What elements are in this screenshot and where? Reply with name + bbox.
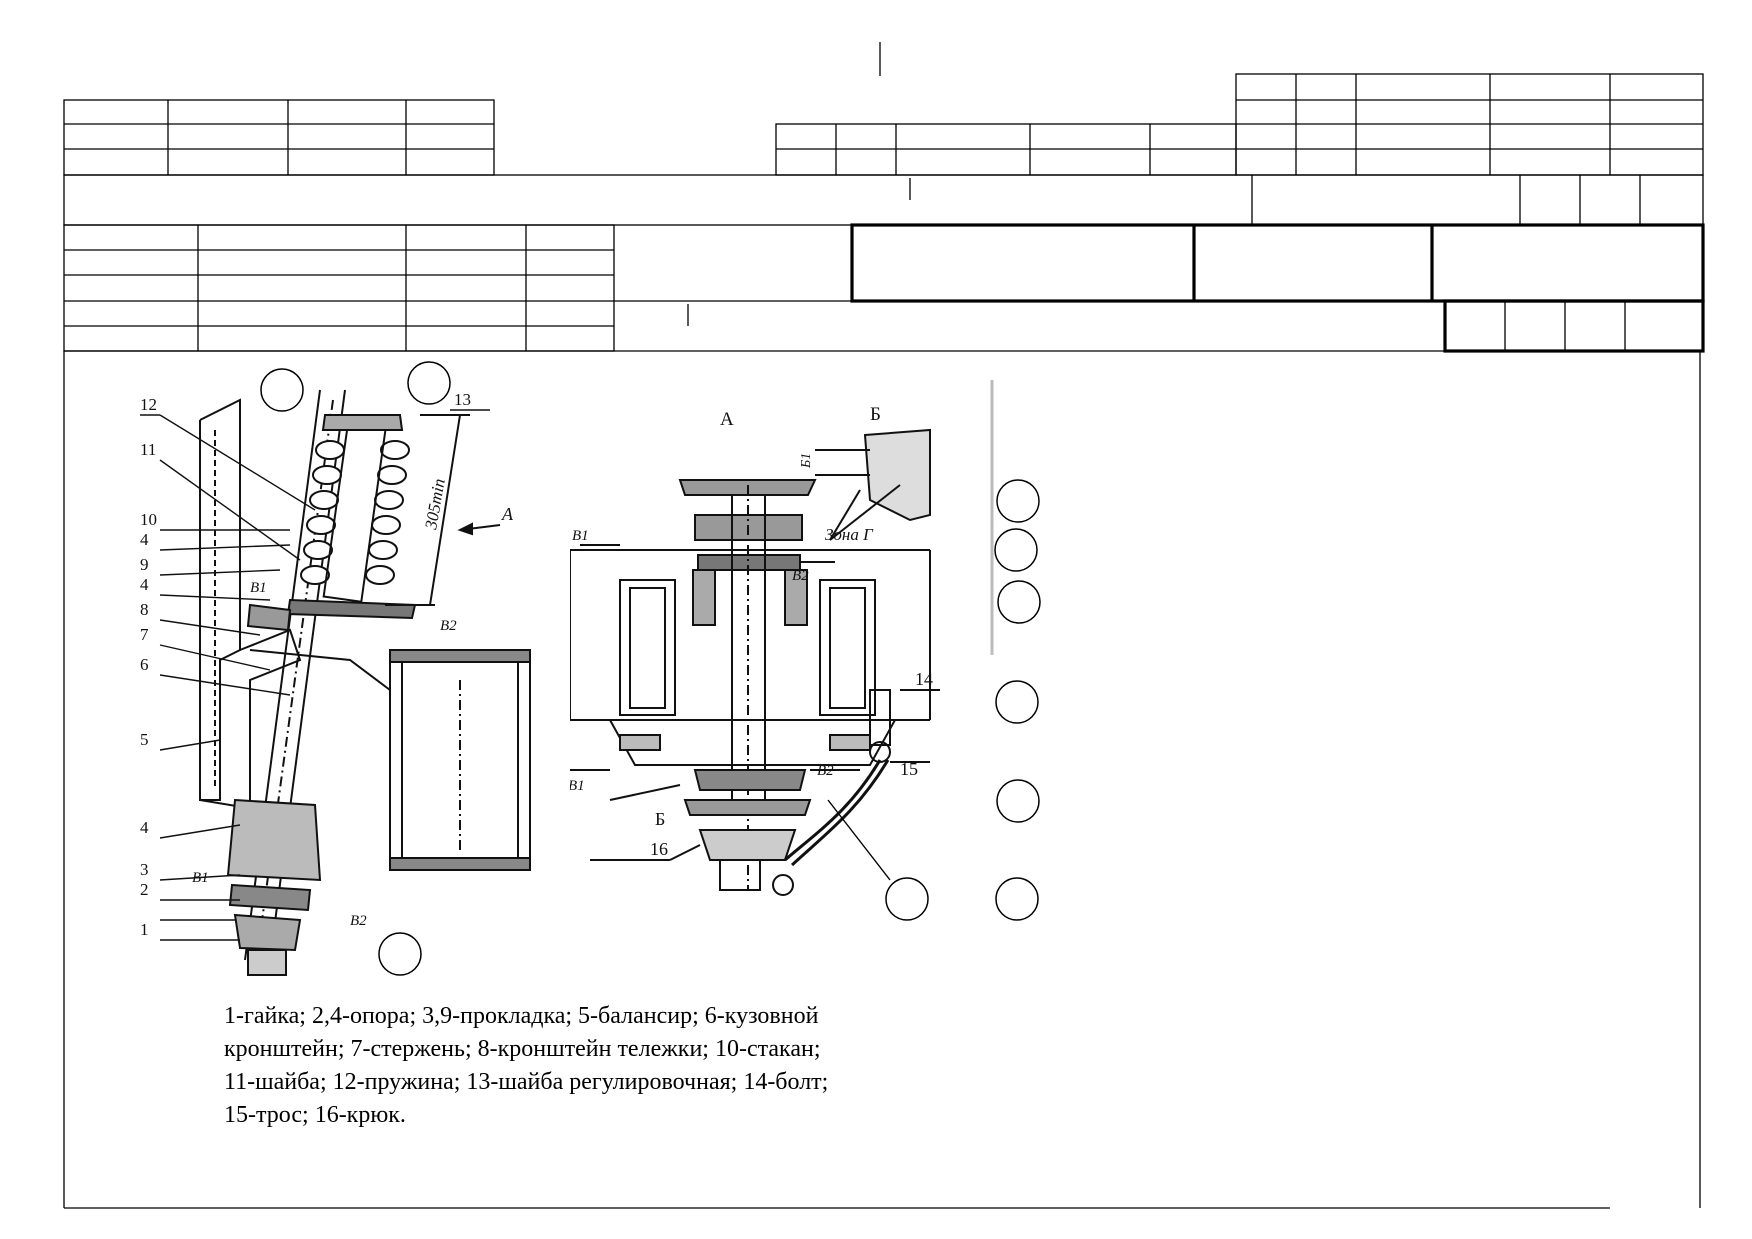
part-label-6: 6: [140, 655, 149, 674]
b1-top-label: Б1: [799, 453, 814, 469]
part-label-4: 4: [140, 530, 149, 549]
gap-b2-lower: B2: [350, 913, 367, 929]
legend-line-2: кронштейн; 7-стержень; 8-кронштейн тележ…: [224, 1036, 821, 1062]
gap-b1-view-top: B1: [572, 528, 589, 544]
zone-g-label: Зона Г: [825, 525, 874, 544]
gap-b1-view-bottom: B1: [570, 778, 585, 794]
gap-b1-upper: B1: [250, 580, 267, 596]
view-a-label: А: [720, 409, 734, 430]
legend-line-4: 15-трос; 16-крюк.: [224, 1102, 406, 1128]
part-label-12: 12: [140, 395, 157, 414]
label-14: 14: [915, 669, 933, 689]
part-label-7: 7: [140, 625, 149, 644]
gap-b2-view-top: B2: [792, 568, 809, 584]
detail-b-label: Б: [655, 809, 665, 829]
gap-b2-upper: B2: [440, 618, 457, 634]
part-label-10: 10: [140, 510, 157, 529]
part-label-2: 2: [140, 880, 149, 899]
part-label-1: 1: [140, 920, 149, 939]
arrow-a-label: A: [501, 504, 514, 524]
gap-b1-lower: B1: [192, 870, 209, 886]
part-label-4: 4: [140, 818, 149, 837]
part-label-5: 5: [140, 730, 149, 749]
label-16: 16: [650, 839, 668, 859]
legend-line-1: 1-гайка; 2,4-опора; 3,9-прокладка; 5-бал…: [224, 1003, 819, 1029]
part-label-3: 3: [140, 860, 149, 879]
dimension-305min: 305min: [421, 477, 449, 532]
right-view-drawing: А Б Б1 Зона Г B1 B2 B1 B2 Б 14 15 16: [570, 404, 940, 896]
legend-line-3: 11-шайба; 12-пружина; 13-шайба регулиров…: [224, 1069, 829, 1095]
part-label-11: 11: [140, 440, 156, 459]
view-b-label: Б: [870, 404, 881, 425]
part-label-4: 4: [140, 575, 149, 594]
gap-b2-view-bottom: B2: [817, 763, 834, 779]
part-label-9: 9: [140, 555, 149, 574]
part-label-8: 8: [140, 600, 149, 619]
parts-legend: 1-гайка; 2,4-опора; 3,9-прокладка; 5-бал…: [224, 1000, 924, 1132]
part-label-13: 13: [454, 390, 471, 409]
label-15: 15: [900, 759, 918, 779]
